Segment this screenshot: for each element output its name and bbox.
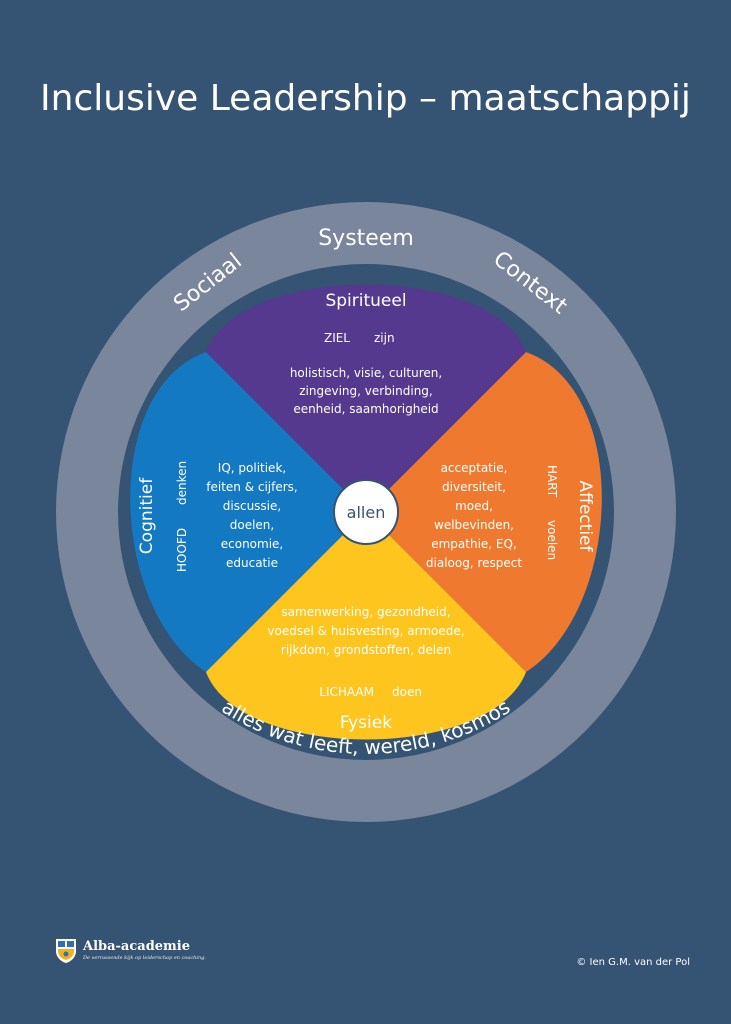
keyword-voelen: voelen [545, 520, 559, 560]
keyword-ziel: ZIEL [324, 331, 350, 345]
logo-tagline: De verrassende kijk op leiderschap en co… [83, 955, 207, 961]
quadrant-spiritueel [206, 284, 526, 512]
fysiek-line: rijkdom, grondstoffen, delen [281, 643, 451, 657]
copyright-notice: © Ien G.M. van der Pol [576, 957, 690, 968]
affectief-line: moed, [455, 499, 493, 513]
affectief-line: diversiteit, [442, 480, 506, 494]
keyword-zijn: zijn [374, 331, 395, 345]
petal-affectief [366, 352, 602, 672]
spiritueel-line: zingeving, verbinding, [299, 384, 433, 398]
keyword-hoofd: HOOFD [175, 528, 189, 572]
shield-icon [56, 939, 76, 963]
cognitief-line: doelen, [230, 518, 274, 532]
quadrant-fysiek [206, 512, 526, 740]
quadrant-name-fysiek: Fysiek [340, 713, 392, 733]
keyword-lichaam: LICHAAM [319, 685, 374, 699]
cognitief-line: economie, [221, 537, 284, 551]
cognitief-line: discussie, [223, 499, 281, 513]
fysiek-line: samenwerking, gezondheid, [281, 605, 450, 619]
quadrant-name-cognitief: Cognitief [137, 477, 157, 554]
affectief-line: dialoog, respect [426, 556, 522, 570]
quadrant-affectief [366, 352, 602, 672]
keyword-denken: denken [175, 461, 189, 505]
affectief-line: empathie, EQ, [431, 537, 517, 551]
cognitief-line: IQ, politiek, [218, 461, 286, 475]
spiritueel-line: eenheid, saamhorigheid [293, 402, 438, 416]
page-title: Inclusive Leadership – maatschappij [40, 78, 691, 119]
quadrant-name-affectief: Affectief [575, 481, 595, 553]
petal-spiritueel [206, 284, 526, 512]
cognitief-line: feiten & cijfers, [206, 480, 298, 494]
spiritueel-line: holistisch, visie, culturen, [290, 366, 442, 380]
petal-fysiek [206, 512, 526, 740]
cognitief-line: educatie [226, 556, 278, 570]
logo: Alba-academie De verrassende kijk op lei… [55, 938, 206, 964]
ring-label-systeem: Systeem [318, 226, 414, 251]
affectief-line: welbevinden, [434, 518, 514, 532]
center-label: allen [347, 503, 386, 522]
logo-name: Alba-academie [83, 939, 191, 954]
quadrant-cognitief [130, 352, 366, 672]
keyword-doen: doen [392, 685, 422, 699]
fysiek-line: voedsel & huisvesting, armoede, [267, 624, 464, 638]
quadrant-name-spiritueel: Spiritueel [325, 291, 406, 311]
keyword-hart: HART [545, 465, 559, 498]
petal-cognitief [130, 352, 366, 672]
affectief-line: acceptatie, [441, 461, 508, 475]
center-circle [333, 479, 399, 545]
